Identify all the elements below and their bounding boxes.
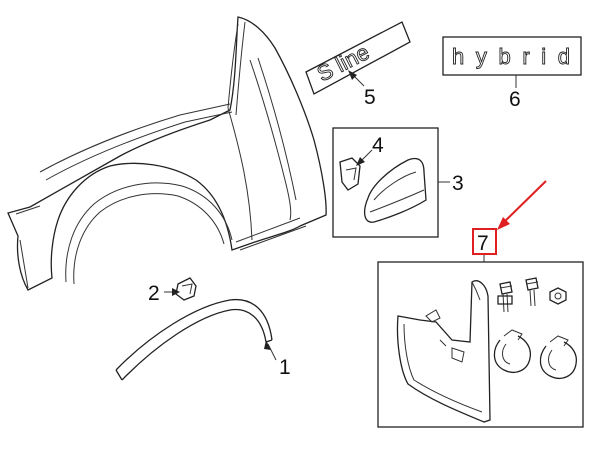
red-pointer-arrow xyxy=(499,180,547,227)
s-line-badge-text: S line xyxy=(313,39,373,86)
retaining-clip xyxy=(175,277,197,301)
hose-clamp-2 xyxy=(539,335,578,379)
callout-label-3: 3 xyxy=(452,172,464,195)
washer-nut xyxy=(497,295,513,305)
trim-group-box xyxy=(332,127,450,238)
hybrid-badge: hybrid xyxy=(442,36,582,76)
callout-label-1: 1 xyxy=(279,356,291,379)
callout-1: 1 xyxy=(264,340,291,379)
mud-flap xyxy=(396,280,491,423)
bolt-1 xyxy=(499,281,513,313)
hose-clamp-1 xyxy=(493,329,532,373)
callout-2: 2 xyxy=(148,282,180,305)
callout-4: 4 xyxy=(356,134,384,166)
callout-label-2: 2 xyxy=(148,282,160,305)
callout-label-4: 4 xyxy=(372,134,384,157)
callout-6: 6 xyxy=(509,75,521,111)
callout-5: 5 xyxy=(348,70,376,109)
callout-label-7: 7 xyxy=(477,232,489,255)
s-line-badge: S line xyxy=(305,21,411,95)
nut xyxy=(549,287,567,305)
wheel-arch-trim-strip xyxy=(115,298,273,381)
trim-bracket xyxy=(339,157,361,191)
fender-panel xyxy=(7,16,327,291)
trim-cover xyxy=(363,157,427,223)
callout-label-6: 6 xyxy=(509,88,521,111)
callout-7: 7 xyxy=(472,180,547,255)
mud-flap-kit-box xyxy=(377,254,584,428)
callout-3: 3 xyxy=(452,172,464,195)
red-arrowhead-icon xyxy=(497,217,510,230)
callout-label-5: 5 xyxy=(364,86,376,109)
bolt-2 xyxy=(525,277,539,307)
callout-7-highlight-box xyxy=(472,228,497,255)
hybrid-badge-text: hybrid xyxy=(452,44,570,69)
